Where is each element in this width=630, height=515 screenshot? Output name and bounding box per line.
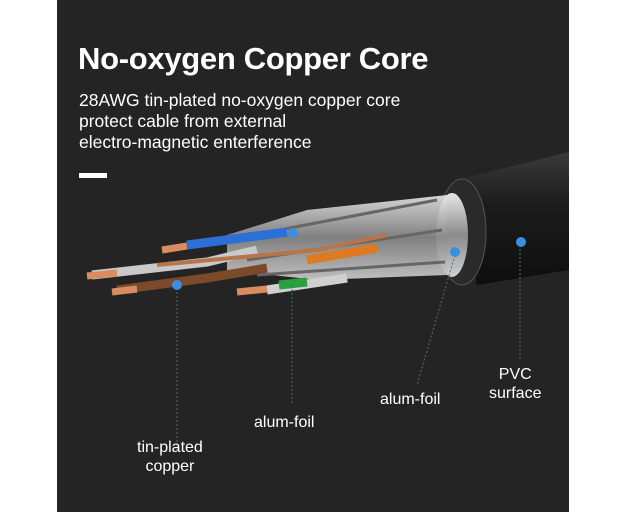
- label-line: surface: [489, 385, 542, 402]
- label-tin-plated-copper: tin-plated copper: [137, 438, 203, 476]
- leader-lines: [176, 245, 521, 452]
- marker-dot: [172, 280, 182, 290]
- cable-illustration: [86, 152, 569, 452]
- marker-dot: [450, 247, 460, 257]
- description-line: electro-magnetic enterference: [79, 132, 312, 152]
- marker-dot: [516, 237, 526, 247]
- label-alum-foil-inner: alum-foil: [254, 414, 315, 431]
- product-panel: No-oxygen Copper Core 28AWG tin-plated n…: [57, 0, 569, 512]
- description-line: protect cable from external: [79, 111, 287, 131]
- label-pvc-surface: PVC surface: [489, 365, 541, 403]
- label-alum-foil-outer: alum-foil: [380, 391, 441, 408]
- label-line: PVC: [498, 366, 532, 383]
- description-line: 28AWG tin-plated no-oxygen copper core: [79, 90, 401, 110]
- label-line: tin-plated: [137, 439, 203, 456]
- wire-pairs: [86, 227, 388, 296]
- headline: No-oxygen Copper Core: [78, 41, 429, 76]
- marker-dots: [172, 228, 526, 290]
- pvc-jacket: [457, 152, 569, 285]
- marker-dot: [288, 228, 298, 238]
- label-line: copper: [145, 458, 195, 475]
- braid-shield: [227, 195, 447, 280]
- accent-bar: [79, 173, 107, 178]
- description: 28AWG tin-plated no-oxygen copper core p…: [79, 90, 400, 153]
